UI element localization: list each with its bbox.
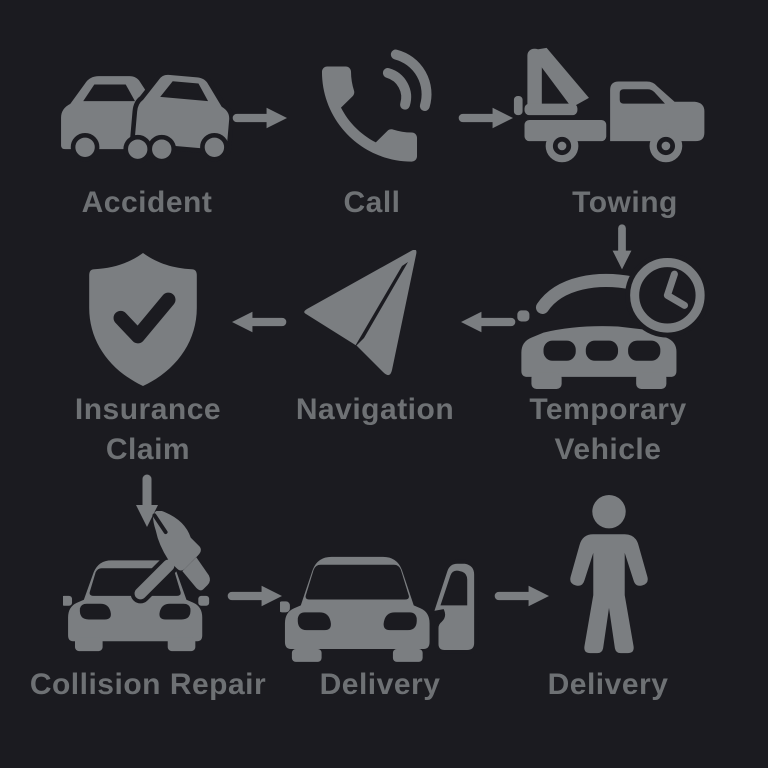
step-label-insurance-claim: Insurance Claim: [74, 393, 222, 466]
arrow-right-icon: [232, 105, 290, 131]
car-clock-icon: [517, 252, 709, 395]
arrow-right-icon: [458, 105, 516, 131]
car-open-door-icon: [280, 524, 490, 663]
tow-truck-icon: [512, 42, 714, 172]
arrow-down-icon: [133, 474, 161, 530]
step-label-temporary-vehicle: Temporary Vehicle: [529, 393, 687, 466]
arrow-left-icon: [458, 309, 516, 335]
step-label-collision-repair: Collision Repair: [29, 668, 267, 701]
car-crash-icon: [48, 66, 233, 163]
arrow-right-icon: [494, 583, 552, 609]
car-hammer-icon: [63, 511, 231, 657]
step-label-call: Call: [343, 186, 401, 219]
shield-check-icon: [82, 253, 204, 387]
step-label-accident: Accident: [81, 186, 213, 219]
step-label-delivery-vehicle: Delivery: [319, 668, 441, 701]
step-label-towing: Towing: [572, 186, 678, 219]
arrow-right-icon: [227, 583, 285, 609]
arrow-left-icon: [229, 309, 287, 335]
step-label-navigation: Navigation: [295, 393, 455, 426]
person-icon: [564, 493, 654, 660]
phone-icon: [306, 44, 438, 168]
paper-plane-icon: [304, 250, 426, 382]
arrow-down-icon: [609, 224, 635, 272]
step-label-delivery-person: Delivery: [547, 668, 669, 701]
